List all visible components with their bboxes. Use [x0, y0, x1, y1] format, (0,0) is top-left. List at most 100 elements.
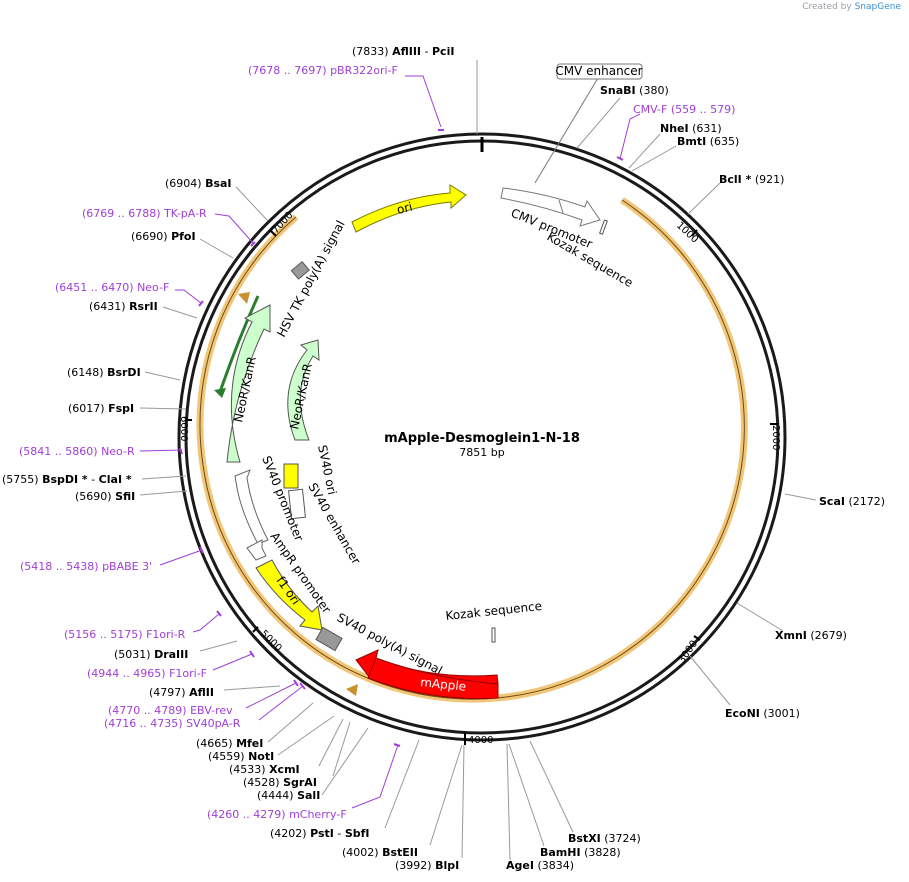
svg-text:(5156 .. 5175) F1ori-R: (5156 .. 5175) F1ori-R	[64, 628, 186, 641]
credit-prefix: Created by	[802, 2, 852, 12]
svg-text:(3992) BlpI: (3992) BlpI	[395, 859, 459, 872]
cmv-promoter-arrow[interactable]	[500, 187, 601, 227]
svg-text:BstXI (3724): BstXI (3724)	[568, 832, 641, 845]
svg-text:BamHI (3828): BamHI (3828)	[540, 846, 621, 859]
primer-cmv-f[interactable]: CMV-F (559 .. 579)	[616, 103, 735, 161]
ori-arrow[interactable]	[351, 184, 467, 233]
svg-text:(6690) PfoI: (6690) PfoI	[131, 230, 196, 243]
svg-text:(5418 .. 5438) pBABE 3': (5418 .. 5438) pBABE 3'	[20, 560, 152, 573]
snapgene-logo-text[interactable]: SnapGene	[854, 2, 901, 12]
primer-tk-pa-r[interactable]: (6769 .. 6788) TK-pA-R	[82, 207, 256, 247]
neor-outer-arrow[interactable]	[226, 304, 271, 463]
site-bsteii[interactable]: (4002) BstEII	[342, 744, 463, 859]
backbone-outer-circle	[177, 132, 787, 742]
svg-text:CMV-F (559 .. 579): CMV-F (559 .. 579)	[633, 103, 735, 116]
site-draiii[interactable]: (5031) DraIII	[114, 640, 238, 661]
kozak-top-marker	[599, 219, 608, 235]
sv40-ori-box[interactable]	[283, 463, 299, 489]
svg-text:(6017) FspI: (6017) FspI	[68, 402, 134, 415]
svg-text:(6451 .. 6470) Neo-F: (6451 .. 6470) Neo-F	[55, 281, 169, 294]
svg-text:(4559) NotI: (4559) NotI	[208, 750, 274, 763]
svg-text:(7833) AflIII - PciI: (7833) AflIII - PciI	[352, 45, 454, 58]
site-xmni[interactable]: XmnI (2679)	[736, 602, 847, 642]
site-scai[interactable]: ScaI (2172)	[784, 493, 885, 508]
cmv-enhancer-callout[interactable]: CMV enhancer	[534, 63, 643, 184]
primer-pbabe-3[interactable]: (5418 .. 5438) pBABE 3'	[20, 546, 204, 573]
neor-ring-arrow	[218, 295, 260, 393]
svg-text:(5690) SfiI: (5690) SfiI	[75, 490, 135, 503]
primer-neo-f[interactable]: (6451 .. 6470) Neo-F	[55, 281, 204, 307]
svg-text:(6904) BsaI: (6904) BsaI	[165, 177, 232, 190]
site-bspdi[interactable]: (5755) BspDI * - ClaI *	[2, 473, 187, 486]
svg-text:(5755) BspDI * - ClaI *: (5755) BspDI * - ClaI *	[2, 473, 132, 486]
svg-text:CMV enhancer: CMV enhancer	[555, 64, 642, 78]
sv40-enhancer-box[interactable]	[288, 488, 306, 520]
svg-text:(4260 .. 4279) mCherry-F: (4260 .. 4279) mCherry-F	[207, 808, 347, 821]
site-fspi[interactable]: (6017) FspI	[68, 402, 187, 415]
cmv-enhancer-divider	[558, 199, 564, 214]
ori-label: ori	[395, 200, 414, 217]
svg-text:BmtI (635): BmtI (635)	[677, 135, 739, 148]
insert-line-arc-2	[199, 216, 297, 466]
site-bstxi[interactable]: BstXI (3724)	[529, 740, 641, 845]
site-blpi[interactable]: (3992) BlpI	[395, 744, 465, 872]
f1-ori-arrow[interactable]	[255, 559, 323, 631]
svg-text:(6769 .. 6788) TK-pA-R: (6769 .. 6788) TK-pA-R	[82, 207, 207, 220]
tick-6000: 6000	[178, 416, 192, 441]
primer-f1ori-f[interactable]: (4944 .. 4965) F1ori-F	[87, 650, 255, 680]
site-bamhi[interactable]: BamHI (3828)	[508, 743, 621, 859]
mapple-arrow-body	[367, 657, 499, 700]
plasmid-length: 7851 bp	[459, 446, 504, 459]
site-bcli[interactable]: BclI * (921)	[687, 173, 784, 215]
svg-text:5000: 5000	[258, 628, 284, 654]
svg-text:(4002) BstEII: (4002) BstEII	[342, 846, 418, 859]
site-afliii[interactable]: (7833) AflIII - PciI	[352, 45, 478, 134]
primer-ebv-rev[interactable]: (4770 .. 4789) EBV-rev	[108, 679, 299, 717]
svg-text:4000: 4000	[468, 735, 493, 746]
svg-text:(4444) SalI: (4444) SalI	[257, 789, 320, 802]
site-agei[interactable]: AgeI (3834)	[506, 743, 574, 872]
site-noti[interactable]: (4559) NotI	[208, 715, 335, 763]
site-bmti[interactable]: BmtI (635)	[631, 135, 739, 172]
neor-inner-arrow[interactable]	[287, 339, 320, 441]
svg-text:(4665) MfeI: (4665) MfeI	[196, 737, 263, 750]
svg-text:ScaI (2172): ScaI (2172)	[819, 495, 885, 508]
kozak-bottom-marker	[491, 627, 496, 643]
site-mfei[interactable]: (4665) MfeI	[196, 702, 314, 750]
sv40-promoter-arrow[interactable]	[234, 469, 269, 545]
plasmid-name: mApple-Desmoglein1-N-18	[384, 431, 580, 446]
kozak-bottom-label: Kozak sequence	[445, 599, 543, 623]
hsv-tk-polya-label: HSV TK poly(A) signal	[274, 218, 347, 339]
svg-text:(6148) BsrDI: (6148) BsrDI	[67, 366, 141, 379]
svg-text:EcoNI (3001): EcoNI (3001)	[725, 707, 800, 720]
site-econi[interactable]: EcoNI (3001)	[689, 655, 800, 720]
primer-neo-r[interactable]: (5841 .. 5860) Neo-R	[19, 445, 183, 458]
site-rsrii[interactable]: (6431) RsrII	[89, 300, 198, 319]
svg-text:(6431) RsrII: (6431) RsrII	[89, 300, 158, 313]
site-sfii[interactable]: (5690) SfiI	[75, 490, 188, 503]
svg-text:XmnI (2679): XmnI (2679)	[775, 629, 847, 642]
hsv-tk-polya-box[interactable]	[290, 260, 310, 280]
site-sgrai[interactable]: (4528) SgrAI	[243, 721, 351, 789]
svg-text:(5031) DraIII: (5031) DraIII	[114, 648, 188, 661]
site-bsai[interactable]: (6904) BsaI	[165, 177, 269, 222]
insert-line-arc	[202, 199, 745, 700]
primer-sv40pa-r[interactable]: (4716 .. 4735) SV40pA-R	[104, 682, 306, 730]
site-snabi[interactable]: SnaBI (380)	[576, 84, 669, 149]
svg-text:(4770 .. 4789) EBV-rev: (4770 .. 4789) EBV-rev	[108, 704, 233, 717]
primer-f1ori-r[interactable]: (5156 .. 5175) F1ori-R	[64, 610, 222, 641]
site-bsrdi[interactable]: (6148) BsrDI	[67, 366, 181, 381]
site-pfoi[interactable]: (6690) PfoI	[131, 230, 234, 259]
svg-text:(5841 .. 5860) Neo-R: (5841 .. 5860) Neo-R	[19, 445, 135, 458]
site-xcmi[interactable]: (4533) XcmI	[229, 718, 344, 776]
svg-text:2000: 2000	[770, 425, 781, 450]
primer-mcherry-f[interactable]: (4260 .. 4279) mCherry-F	[207, 743, 401, 821]
sv40-polya-box[interactable]	[315, 626, 343, 652]
site-aflii[interactable]: (4797) AflII	[149, 685, 281, 699]
svg-text:AgeI (3834): AgeI (3834)	[506, 859, 574, 872]
primer-pbr322ori-f[interactable]: (7678 .. 7697) pBR322ori-F	[248, 64, 444, 131]
site-psti[interactable]: (4202) PstI - SbfI	[270, 739, 420, 840]
site-sali[interactable]: (4444) SalI	[257, 727, 369, 802]
ampr-promoter-arrow[interactable]	[246, 539, 267, 561]
site-nhei[interactable]: NheI (631)	[628, 122, 722, 169]
